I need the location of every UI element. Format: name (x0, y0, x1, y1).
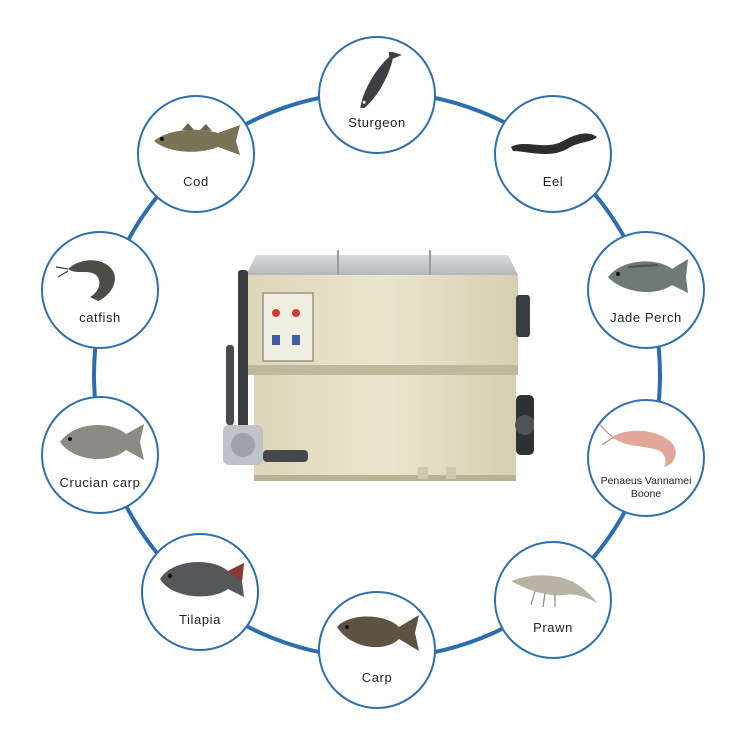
perch-icon (598, 247, 694, 303)
sturgeon-icon (329, 46, 425, 112)
species-node: Jade Perch (587, 231, 705, 349)
species-label: Carp (361, 670, 393, 685)
species-node: Crucian carp (41, 396, 159, 514)
species-node: Carp (318, 591, 436, 709)
catfish-icon (52, 247, 148, 303)
species-label: Crucian carp (59, 475, 141, 490)
species-node: Sturgeon (318, 36, 436, 154)
prawn-icon (505, 557, 601, 613)
shrimp-icon (598, 415, 694, 471)
species-label: Sturgeon (348, 115, 406, 130)
species-label: Cod (183, 174, 209, 189)
cod-icon (148, 111, 244, 167)
species-node: Eel (494, 95, 612, 213)
species-node: Penaeus Vannamei Boone (587, 399, 705, 517)
species-node: Tilapia (141, 533, 259, 651)
species-label: catfish (79, 310, 121, 325)
species-node: catfish (41, 231, 159, 349)
species-node: Cod (137, 95, 255, 213)
carp-icon (329, 607, 425, 663)
eel-icon (505, 111, 601, 167)
species-label: Jade Perch (610, 310, 682, 325)
species-label: Eel (542, 174, 564, 189)
tilapia-icon (152, 549, 248, 605)
species-label: Penaeus Vannamei Boone (600, 475, 692, 500)
species-node: Prawn (494, 541, 612, 659)
species-label: Prawn (533, 620, 573, 635)
drum-filter-machine (223, 250, 534, 481)
species-label: Tilapia (178, 612, 221, 627)
crucian-carp-icon (52, 412, 148, 468)
